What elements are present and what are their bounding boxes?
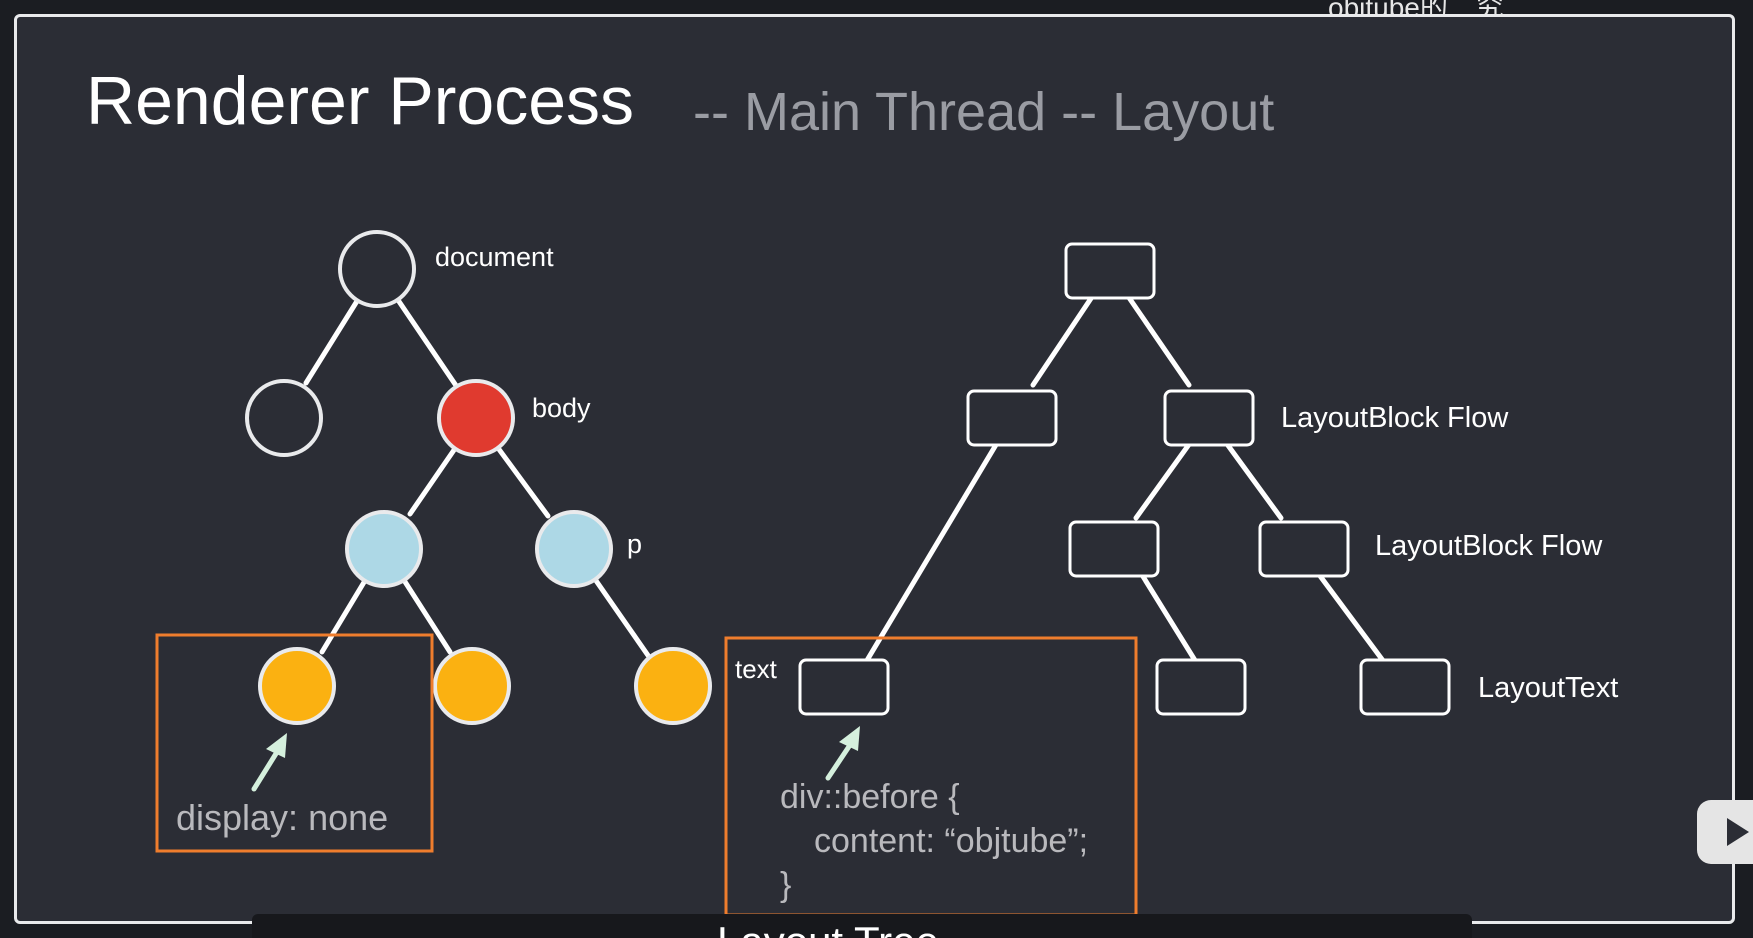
layout-root-node <box>1064 242 1156 300</box>
display-none-highlight <box>155 633 434 853</box>
subtitle-text: Layout Tree <box>717 918 939 938</box>
slide <box>14 14 1735 924</box>
layout-tree-nodes <box>798 242 1451 716</box>
p-node <box>535 510 613 588</box>
leaf-node-3 <box>634 647 712 725</box>
code-line-1: div::before { <box>780 778 960 816</box>
document-node <box>338 230 416 308</box>
layout-left-node <box>966 389 1058 447</box>
layout-text-label: LayoutText <box>1478 672 1618 704</box>
layout-tree-edges <box>863 267 1387 665</box>
dom-tree-nodes <box>245 230 712 725</box>
display-none-arrow <box>251 733 287 792</box>
bilibili-tv-icon[interactable] <box>1697 800 1753 864</box>
code-line-3: } <box>780 866 791 904</box>
slide-subtitle: -- Main Thread -- Layout <box>693 82 1274 142</box>
display-none-label: display: none <box>176 797 388 838</box>
inner-left-node <box>345 510 423 588</box>
body-label: body <box>532 393 591 423</box>
layout-text-node-2 <box>1155 658 1247 716</box>
layout-block-child-left <box>1068 520 1160 578</box>
body-node <box>437 379 515 457</box>
hidden-leaf-node <box>258 647 336 725</box>
slide-title: Renderer Process <box>86 63 634 139</box>
code-line-2: content: “objtube”; <box>814 822 1088 860</box>
layout-block-flow-node-2 <box>1258 520 1350 578</box>
p-label: p <box>627 529 642 559</box>
text-node-label: text <box>735 654 778 684</box>
play-triangle-icon <box>1727 818 1749 846</box>
layout-text-node-pseudo <box>798 658 890 716</box>
leaf-node-2 <box>433 647 511 725</box>
left-node <box>245 379 323 457</box>
layout-text-node-3 <box>1359 658 1451 716</box>
layout-block-flow-label-1: LayoutBlock Flow <box>1281 402 1509 434</box>
dom-tree-edges <box>303 266 657 667</box>
layout-block-flow-node <box>1163 389 1255 447</box>
pseudo-element-arrow <box>825 726 860 781</box>
subtitle-bar: Layout Tree <box>252 914 1472 938</box>
document-label: document <box>435 242 554 272</box>
edge-left-text <box>863 415 1015 665</box>
layout-block-flow-label-2: LayoutBlock Flow <box>1375 530 1603 562</box>
